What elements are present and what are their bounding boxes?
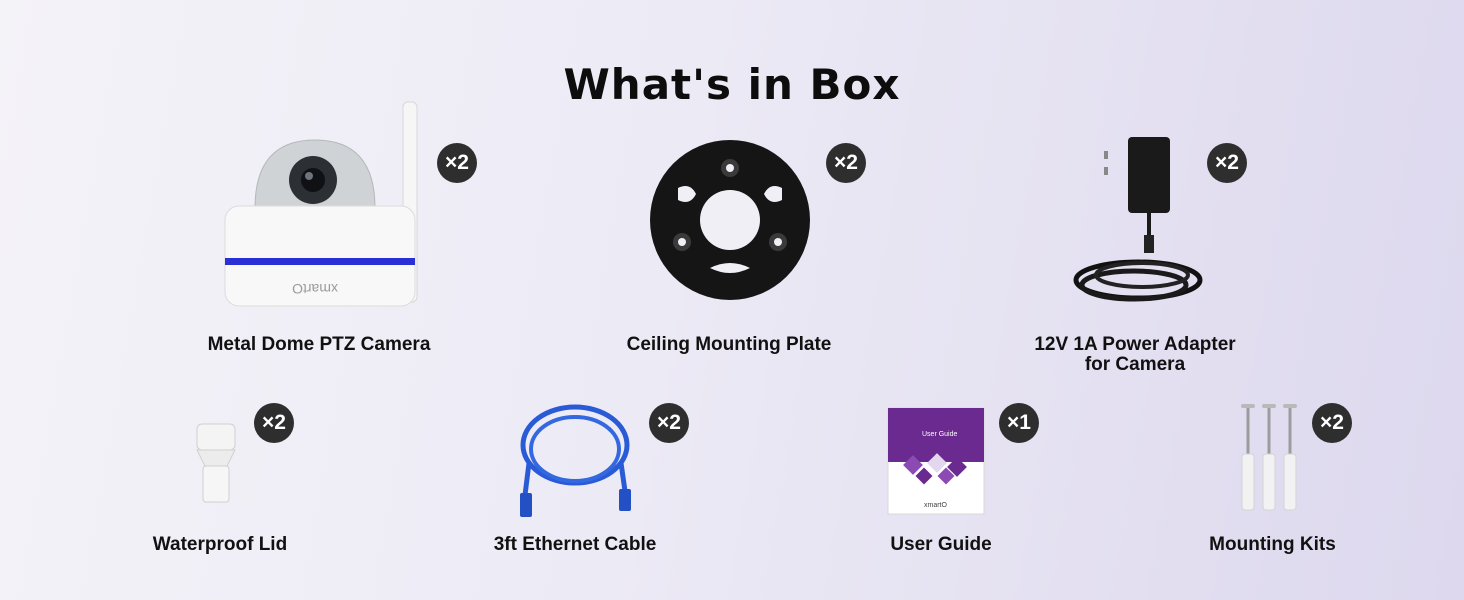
brand-logo: xmartO: [924, 502, 948, 509]
power-adapter-image: [1073, 137, 1203, 302]
item-label: Waterproof Lid: [152, 534, 288, 555]
user-guide-image: User Guide xmartO: [887, 407, 985, 515]
mounting-plate-image: [650, 140, 810, 300]
mounting-kits-image: [1241, 404, 1297, 511]
item-label-line2: for Camera: [1084, 354, 1186, 375]
quantity-badge: ×1: [999, 403, 1039, 443]
ethernet-cable-image: [520, 404, 631, 517]
quantity-badge: ×2: [649, 403, 689, 443]
item-label: Ceiling Mounting Plate: [626, 334, 832, 355]
dome-camera-image: xmartO: [224, 101, 418, 307]
quantity-badge: ×2: [826, 143, 866, 183]
item-label-line1: 12V 1A Power Adapter: [1034, 334, 1236, 355]
quantity-badge: ×2: [1312, 403, 1352, 443]
waterproof-lid-image: [196, 423, 236, 503]
quantity-badge: ×2: [437, 143, 477, 183]
quantity-badge: ×2: [1207, 143, 1247, 183]
item-label: Mounting Kits: [1209, 534, 1336, 555]
quantity-badge: ×2: [254, 403, 294, 443]
item-label: Metal Dome PTZ Camera: [207, 334, 431, 355]
user-guide-title: User Guide: [922, 431, 958, 438]
page-title: What's in Box: [563, 60, 901, 109]
item-label: User Guide: [890, 534, 992, 555]
svg-text:xmartO: xmartO: [292, 281, 338, 297]
item-label: 3ft Ethernet Cable: [493, 534, 657, 555]
